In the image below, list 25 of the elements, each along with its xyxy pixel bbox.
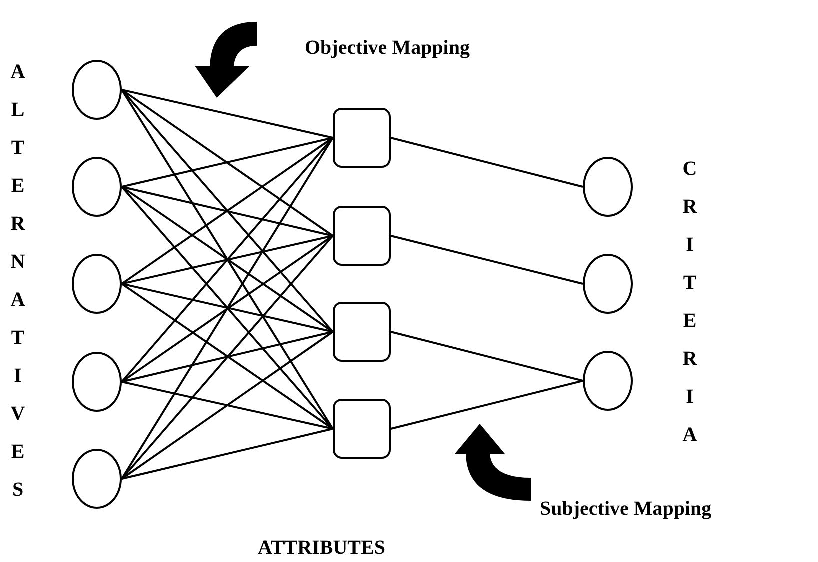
connector-line <box>390 137 584 188</box>
connector-line <box>390 331 584 382</box>
label: Subjective Mapping <box>540 497 712 521</box>
label: Objective Mapping <box>305 36 470 60</box>
connector-line <box>122 331 334 383</box>
connector-line <box>122 235 334 285</box>
vertical-label: CRITERIA <box>682 157 698 448</box>
connector-line <box>122 186 334 237</box>
vertical-label: ALTERNATIVES <box>10 60 26 503</box>
connector-line <box>122 283 334 333</box>
connector-line <box>121 89 334 430</box>
connector-line <box>121 89 334 237</box>
rounded-square <box>333 108 391 168</box>
connector-line <box>122 137 334 188</box>
rounded-square <box>333 399 391 459</box>
rounded-square <box>333 302 391 362</box>
connector-line <box>121 331 334 480</box>
label: ATTRIBUTES <box>258 536 386 560</box>
rounded-square <box>333 206 391 266</box>
connector-line <box>390 380 584 430</box>
connector-line <box>122 89 334 139</box>
connector-line <box>121 137 334 480</box>
connector-line <box>122 428 334 480</box>
connector-line <box>390 235 584 285</box>
connector-line <box>122 381 334 430</box>
